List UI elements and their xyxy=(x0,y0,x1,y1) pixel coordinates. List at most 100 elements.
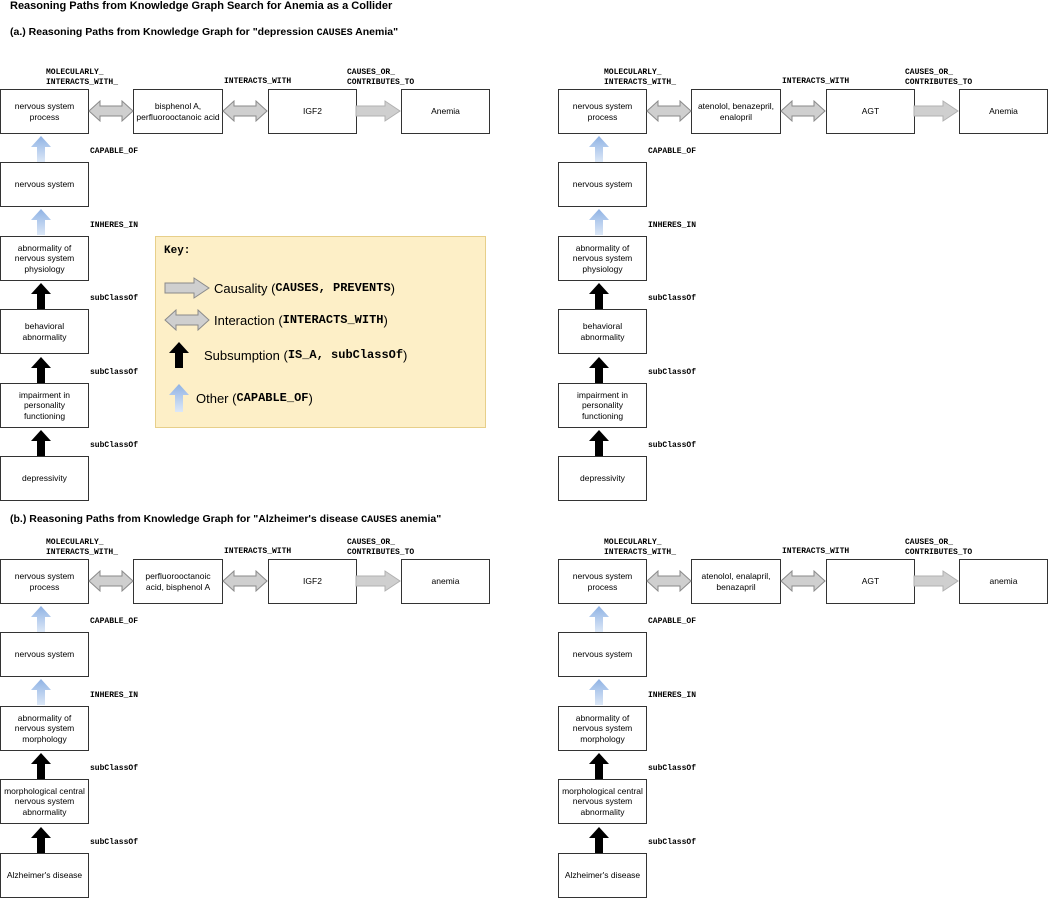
chain-arrow-2 xyxy=(589,283,609,309)
node-chain-1: abnormality of nervous system physiology xyxy=(558,236,647,281)
interaction-arrow-2 xyxy=(222,100,268,122)
interaction-arrow-1 xyxy=(646,570,692,592)
figure-title: Reasoning Paths from Knowledge Graph Sea… xyxy=(10,0,393,12)
interaction-arrow-2 xyxy=(780,570,826,592)
interaction-arrow-2 xyxy=(222,570,268,592)
node-top-3: Anemia xyxy=(959,89,1048,134)
rel-chain-0: CAPABLE_OF xyxy=(90,617,139,626)
chain-arrow-3 xyxy=(31,826,51,853)
rel-chain-1: INHERES_IN xyxy=(648,691,697,700)
rel-chain-2: subClassOf xyxy=(90,294,139,303)
rel-causes: CAUSES_OR_ CONTRIBUTES_TO xyxy=(905,68,973,87)
chain-arrow-0 xyxy=(31,136,51,162)
causality-arrow xyxy=(913,100,959,122)
interaction-arrow-2 xyxy=(780,100,826,122)
other-arrow-icon xyxy=(169,384,189,412)
interaction-arrow-icon xyxy=(164,309,210,331)
rel-chain-3: subClassOf xyxy=(648,837,697,847)
node-top-3: anemia xyxy=(401,559,490,604)
key-causality: Causality (CAUSES, PREVENTS) xyxy=(164,277,395,299)
node-top-3: Anemia xyxy=(401,89,490,134)
chain-arrow-1 xyxy=(31,209,51,235)
rel-chain-0: CAPABLE_OF xyxy=(648,147,697,156)
key-title: Key: xyxy=(164,245,191,257)
node-top-0: nervous system process xyxy=(558,89,647,134)
section-b-title: (b.) Reasoning Paths from Knowledge Grap… xyxy=(10,513,442,526)
panel-b_right: MOLECULARLY_ INTERACTS_WITH_ INTERACTS_WI… xyxy=(558,470,1050,900)
chain-arrow-0 xyxy=(589,136,609,162)
node-top-2: AGT xyxy=(826,559,915,604)
chain-arrow-4 xyxy=(31,430,51,456)
rel-molecularly: MOLECULARLY_ INTERACTS_WITH_ xyxy=(604,68,677,87)
node-chain-0: nervous system xyxy=(0,632,89,677)
node-top-2: IGF2 xyxy=(268,559,357,604)
chain-arrow-2 xyxy=(31,753,51,779)
node-chain-1: abnormality of nervous system morphology xyxy=(0,706,89,751)
node-chain-3: Alzheimer's disease xyxy=(558,853,647,898)
rel-causes: CAUSES_OR_ CONTRIBUTES_TO xyxy=(905,538,973,557)
key-subsumption: Subsumption (IS_A, subClassOf) xyxy=(168,341,407,369)
node-top-0: nervous system process xyxy=(558,559,647,604)
rel-interacts: INTERACTS_WITH xyxy=(782,77,850,86)
node-chain-3: impairment in personality functioning xyxy=(558,383,647,428)
rel-chain-2: subClassOf xyxy=(648,294,697,303)
node-top-0: nervous system process xyxy=(0,559,89,604)
key-other: Other (CAPABLE_OF) xyxy=(168,383,313,413)
chain-arrow-3 xyxy=(589,356,609,383)
rel-chain-3: subClassOf xyxy=(90,367,139,377)
node-chain-2: morphological central nervous system abn… xyxy=(0,779,89,824)
node-chain-2: behavioral abnormality xyxy=(558,309,647,354)
rel-molecularly: MOLECULARLY_ INTERACTS_WITH_ xyxy=(46,538,119,557)
causality-arrow xyxy=(355,570,401,592)
node-top-3: anemia xyxy=(959,559,1048,604)
node-top-2: AGT xyxy=(826,89,915,134)
chain-arrow-3 xyxy=(589,826,609,853)
node-top-0: nervous system process xyxy=(0,89,89,134)
rel-chain-2: subClassOf xyxy=(90,764,139,773)
chain-arrow-1 xyxy=(589,679,609,705)
section-a-title: (a.) Reasoning Paths from Knowledge Grap… xyxy=(10,26,399,39)
chain-arrow-0 xyxy=(589,606,609,632)
rel-chain-4: subClassOf xyxy=(90,441,139,450)
rel-interacts: INTERACTS_WITH xyxy=(782,547,850,556)
node-chain-3: Alzheimer's disease xyxy=(0,853,89,898)
chain-arrow-0 xyxy=(31,606,51,632)
chain-arrow-1 xyxy=(589,209,609,235)
interaction-arrow-1 xyxy=(88,100,134,122)
node-chain-1: abnormality of nervous system physiology xyxy=(0,236,89,281)
node-chain-2: morphological central nervous system abn… xyxy=(558,779,647,824)
node-chain-0: nervous system xyxy=(0,162,89,207)
rel-chain-1: INHERES_IN xyxy=(90,691,139,700)
rel-chain-3: subClassOf xyxy=(90,837,139,847)
node-top-2: IGF2 xyxy=(268,89,357,134)
rel-causes: CAUSES_OR_ CONTRIBUTES_TO xyxy=(347,538,415,557)
chain-arrow-1 xyxy=(31,679,51,705)
node-chain-0: nervous system xyxy=(558,632,647,677)
rel-chain-1: INHERES_IN xyxy=(648,221,697,230)
rel-chain-3: subClassOf xyxy=(648,367,697,377)
node-top-1: atenolol, enalapril, benazapril xyxy=(691,559,781,604)
rel-chain-0: CAPABLE_OF xyxy=(648,617,697,626)
rel-chain-0: CAPABLE_OF xyxy=(90,147,139,156)
node-chain-2: behavioral abnormality xyxy=(0,309,89,354)
rel-causes: CAUSES_OR_ CONTRIBUTES_TO xyxy=(347,68,415,87)
chain-arrow-4 xyxy=(589,430,609,456)
node-top-1: atenolol, benazepril, enalopril xyxy=(691,89,781,134)
causality-arrow-icon xyxy=(164,277,210,299)
rel-molecularly: MOLECULARLY_ INTERACTS_WITH_ xyxy=(604,538,677,557)
causality-arrow xyxy=(913,570,959,592)
rel-interacts: INTERACTS_WITH xyxy=(224,547,292,556)
node-chain-3: impairment in personality functioning xyxy=(0,383,89,428)
rel-chain-1: INHERES_IN xyxy=(90,221,139,230)
causality-arrow xyxy=(355,100,401,122)
rel-interacts: INTERACTS_WITH xyxy=(224,77,292,86)
node-top-1: perfluorooctanoic acid, bisphenol A xyxy=(133,559,223,604)
subsumption-arrow-icon xyxy=(169,342,189,368)
panel-a_left: MOLECULARLY_ INTERACTS_WITH_ INTERACTS_WI… xyxy=(0,0,500,501)
chain-arrow-2 xyxy=(589,753,609,779)
rel-molecularly: MOLECULARLY_ INTERACTS_WITH_ xyxy=(46,68,119,87)
node-chain-4: depressivity xyxy=(558,456,647,501)
panel-a_right: MOLECULARLY_ INTERACTS_WITH_ INTERACTS_WI… xyxy=(558,0,1050,501)
chain-arrow-3 xyxy=(31,356,51,383)
node-chain-0: nervous system xyxy=(558,162,647,207)
